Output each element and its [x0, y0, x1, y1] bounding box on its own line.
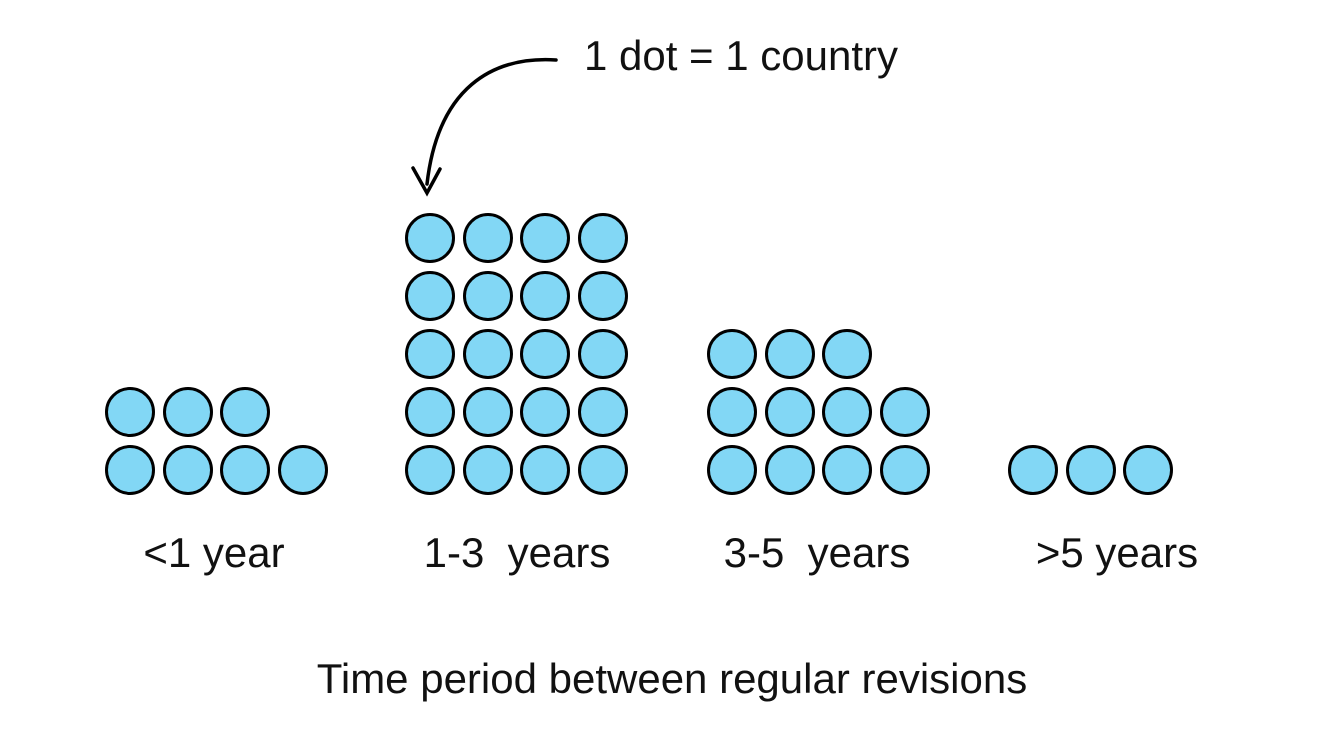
dot: [577, 213, 628, 263]
dot: [405, 329, 455, 379]
dot: [1123, 445, 1173, 495]
dot: [105, 387, 155, 437]
dot: [764, 445, 815, 495]
dot: [462, 271, 513, 321]
dot: [707, 329, 757, 379]
category-label-3: 3-5 years: [723, 529, 911, 576]
dot: [405, 271, 455, 321]
dot: [462, 329, 513, 379]
x-axis-title: Time period between regular revisions: [316, 655, 1028, 702]
dot: [405, 445, 455, 495]
dot: [105, 445, 155, 495]
dot: [520, 329, 570, 379]
dot: [220, 445, 270, 495]
dot: [162, 445, 213, 495]
dot: [520, 445, 570, 495]
category-label-4: >5 years: [1035, 529, 1199, 576]
dot: [162, 387, 213, 437]
dot: [462, 387, 513, 437]
dot: [822, 445, 872, 495]
dot: [707, 445, 757, 495]
legend-label: 1 dot = 1 country: [583, 32, 899, 79]
dot: [520, 387, 570, 437]
category-label-1: <1 year: [143, 529, 285, 576]
category-label-2: 1-3 years: [423, 529, 611, 576]
dot: [520, 271, 570, 321]
dot: [822, 329, 872, 379]
dot: [822, 387, 872, 437]
dot: [462, 213, 513, 263]
dot: [1008, 445, 1058, 495]
dot: [764, 387, 815, 437]
dot: [879, 387, 930, 437]
dot: [764, 329, 815, 379]
dot: [277, 445, 328, 495]
dot: [462, 445, 513, 495]
dot: [577, 271, 628, 321]
dot: [707, 387, 757, 437]
dot: [405, 213, 455, 263]
dot: [520, 213, 570, 263]
dot: [1065, 445, 1116, 495]
dot: [577, 387, 628, 437]
dot: [220, 387, 270, 437]
dot: [879, 445, 930, 495]
dot: [577, 445, 628, 495]
dot: [577, 329, 628, 379]
dot: [405, 387, 455, 437]
